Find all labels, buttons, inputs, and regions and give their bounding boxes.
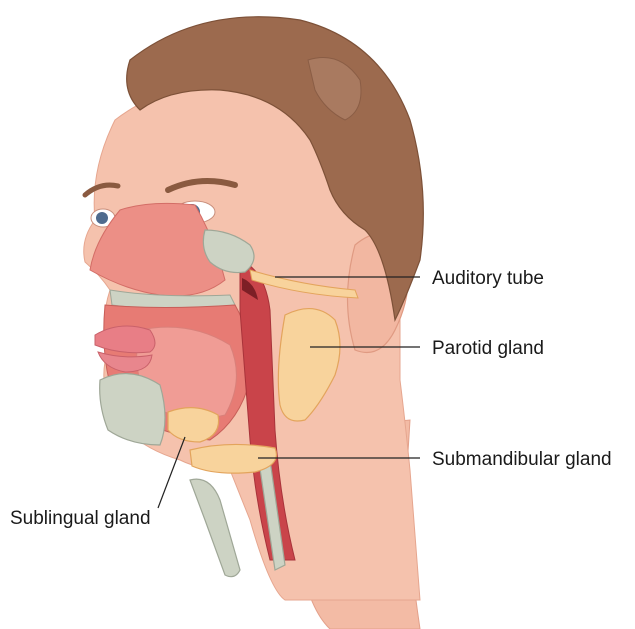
- label-auditory-tube: Auditory tube: [432, 268, 544, 289]
- mandible: [100, 374, 165, 445]
- label-submandibular-gland: Submandibular gland: [432, 449, 612, 470]
- iris-left: [96, 212, 108, 224]
- sublingual-gland: [168, 408, 219, 442]
- submandibular-gland: [190, 444, 276, 473]
- label-sublingual-gland: Sublingual gland: [10, 508, 151, 529]
- label-parotid-gland: Parotid gland: [432, 338, 544, 359]
- larynx-cartilage: [190, 479, 240, 577]
